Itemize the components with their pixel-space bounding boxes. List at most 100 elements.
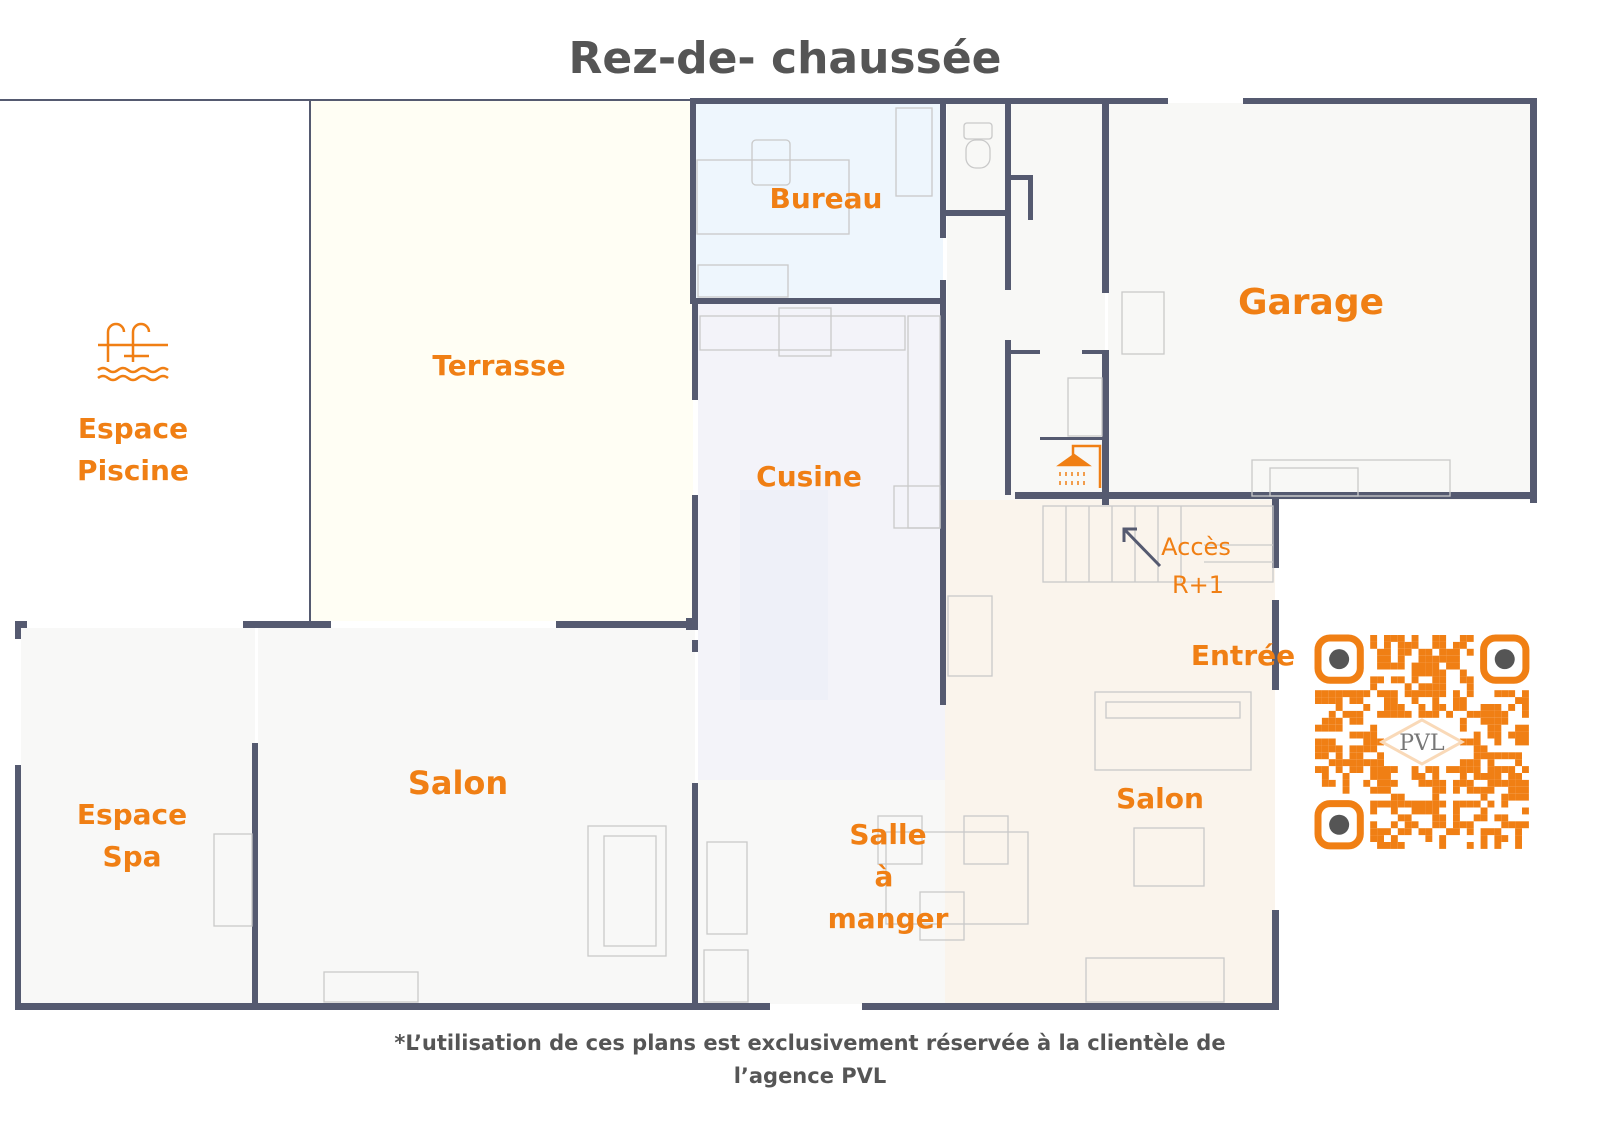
qr-module [1342,773,1350,780]
qr-module [1515,759,1522,767]
qr-module [1411,676,1419,684]
qr-module [1418,648,1426,656]
qr-module [1522,697,1529,704]
shower-icon [1056,444,1102,488]
qr-module [1522,821,1529,829]
qr-finder [1314,800,1364,850]
qr-module [1459,697,1467,704]
qr-module [1328,759,1336,767]
page-title: Rez-de- chaussée [569,33,1002,84]
label-cuisine: Cusine [756,460,862,493]
qr-module [1459,766,1467,773]
qr-module [1439,676,1447,684]
qr-module [1508,752,1516,760]
qr-module [1390,800,1398,808]
footer-line-2: l’agence PVL [734,1064,887,1088]
qr-module [1335,717,1343,725]
qr-module [1459,669,1467,677]
qr-module [1418,779,1426,787]
qr-module [1418,800,1426,808]
qr-module [1453,655,1460,663]
label-espace-spa-2: Spa [102,840,161,873]
qr-module [1453,662,1460,670]
qr-module [1501,779,1509,787]
qr-module [1439,690,1447,698]
sofa-left [587,825,667,957]
qr-module [1335,745,1343,753]
qr-module [1432,704,1440,711]
qr-module [1356,759,1364,767]
qr-module [1425,779,1433,787]
qr-module [1480,752,1488,760]
qr-module [1328,717,1336,725]
qr-module [1494,773,1502,780]
qr-module [1432,662,1440,670]
qr-module [1459,635,1467,642]
qr-module [1377,662,1384,670]
qr-module [1370,828,1378,836]
qr-module [1425,662,1433,670]
qr-module [1439,814,1447,822]
qr-module [1501,717,1509,725]
qr-module [1335,704,1343,711]
label-espace-piscine: Espace [78,412,188,445]
qr-module [1432,807,1440,815]
qr-module [1370,835,1378,842]
qr-module [1459,724,1467,732]
qr-module [1453,828,1460,836]
qr-module [1494,738,1502,746]
qr-module [1432,773,1440,780]
qr-module [1370,786,1378,794]
qr-module [1363,690,1371,698]
qr-module [1439,669,1447,677]
qr-module [1377,828,1384,836]
qr-module [1439,779,1447,787]
qr-module [1425,828,1433,836]
qr-module [1404,814,1412,822]
qr-module [1508,779,1516,787]
qr-module [1349,759,1357,767]
qr-module [1494,724,1502,732]
qr-module [1466,766,1474,773]
desk [696,159,850,235]
qr-module [1473,786,1481,794]
qr-module [1321,766,1329,773]
qr-module [1328,724,1336,732]
qr-module [1370,773,1378,780]
qr-module [1418,655,1426,663]
label-salon-right: Salon [1116,782,1204,815]
label-bureau: Bureau [770,182,883,215]
qr-module [1501,821,1509,829]
qr-module [1432,635,1440,642]
logo-diamond [1378,718,1466,766]
qr-finder [1480,634,1530,684]
qr-module [1480,717,1488,725]
qr-module [1377,842,1384,849]
qr-module [1515,697,1522,704]
qr-module [1432,766,1440,773]
qr-module [1487,779,1495,787]
qr-module [1397,635,1405,642]
qr-module [1453,766,1460,773]
qr-module [1377,835,1384,842]
qr-module [1466,828,1474,836]
qr-module [1384,704,1391,711]
qr-module [1473,759,1481,767]
qr-module [1515,738,1522,746]
qr-module [1349,731,1357,739]
qr-module [1466,648,1474,656]
qr-module [1425,766,1433,773]
qr-module [1432,697,1440,704]
qr-module [1508,704,1516,711]
qr-module [1370,683,1378,691]
qr-module [1494,779,1502,787]
qr-module [1418,662,1426,670]
qr-module [1315,724,1322,732]
qr-module [1397,704,1405,711]
qr-module [1480,842,1488,849]
qr-module [1446,828,1453,836]
qr-module [1425,683,1433,691]
qr-code[interactable]: PVL [1314,634,1530,850]
qr-module [1432,793,1440,801]
qr-module [1397,641,1405,649]
